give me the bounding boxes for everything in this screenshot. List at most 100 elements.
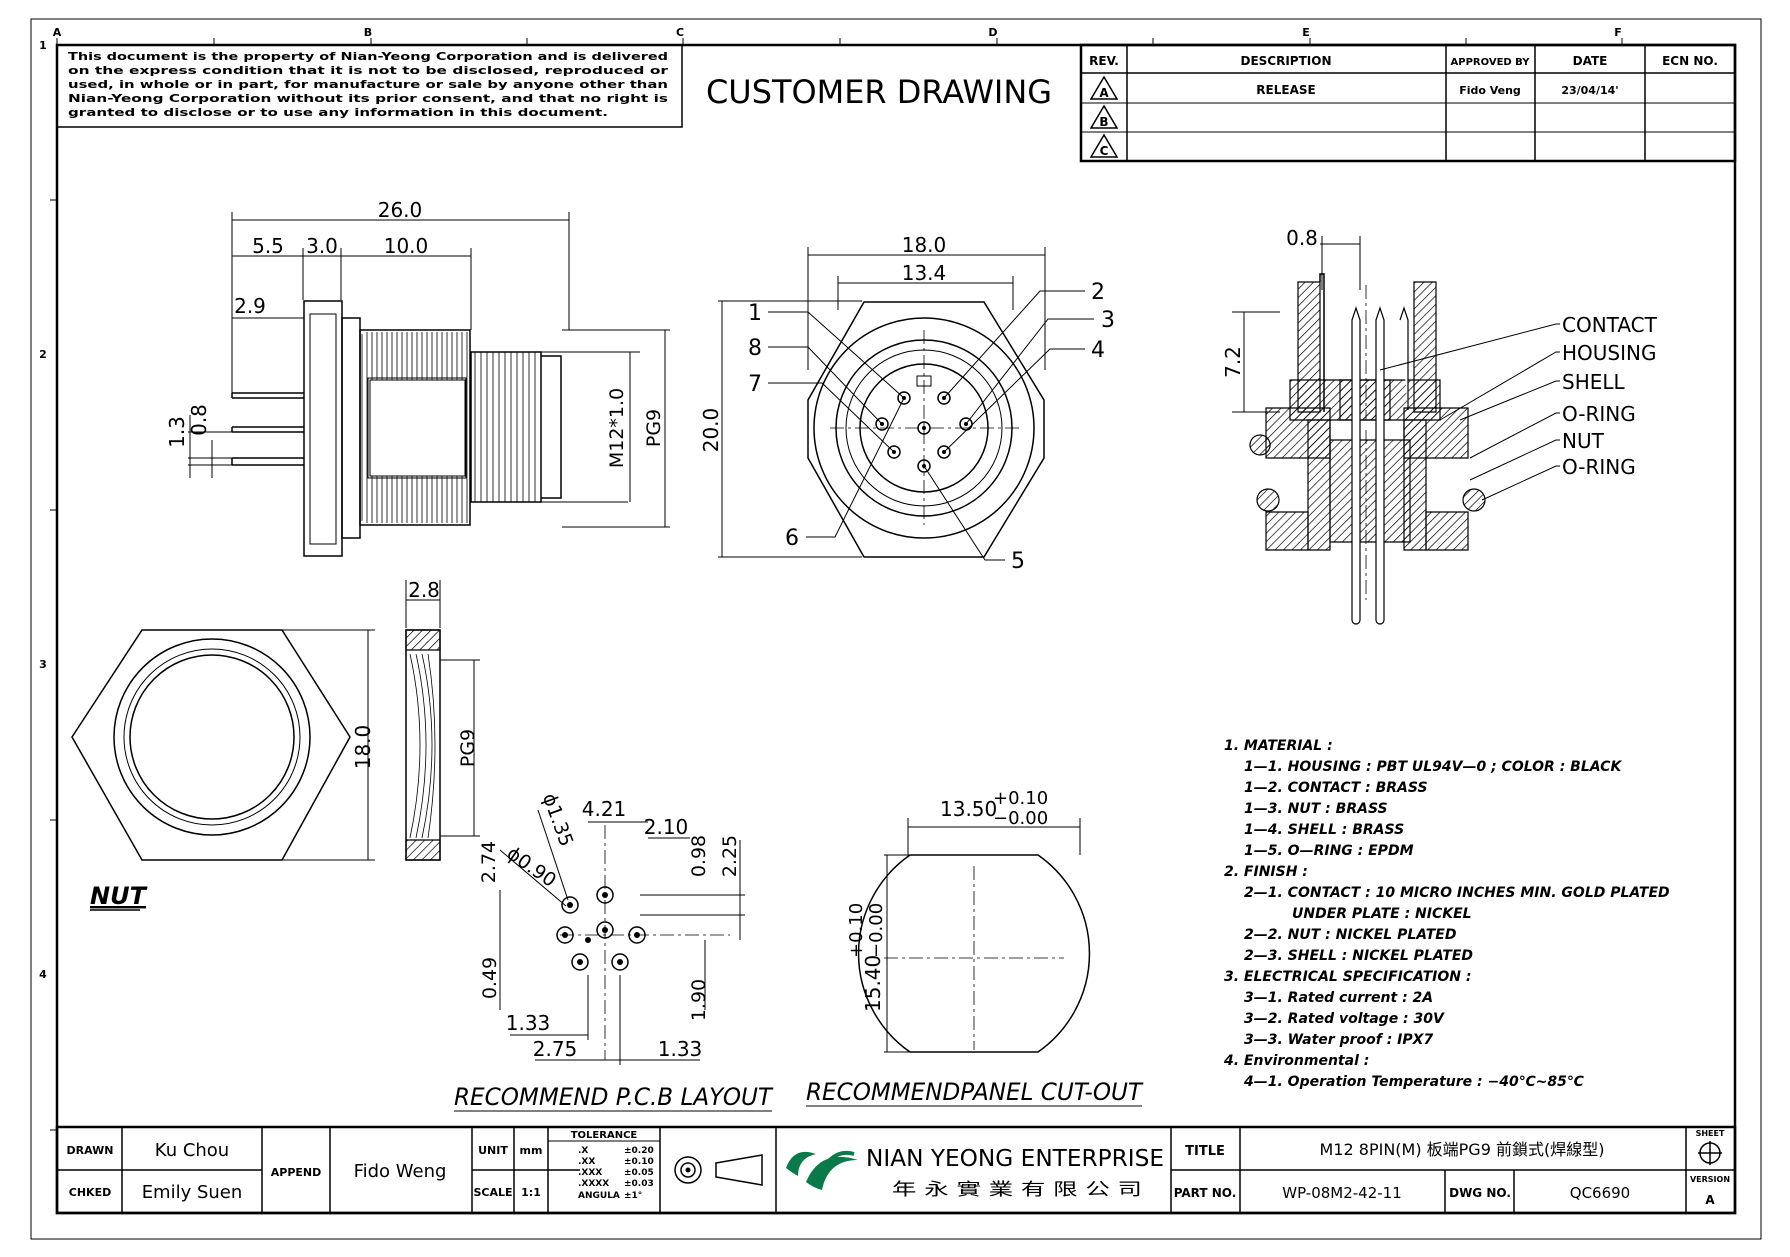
pin-label-4: 4	[1091, 338, 1105, 363]
rev-header-rev: REV.	[1089, 54, 1119, 68]
tol-row-2-value: ±0.10	[624, 1157, 654, 1167]
pin-label-8: 8	[748, 336, 762, 361]
rev-header-description: DESCRIPTION	[1240, 54, 1331, 68]
col-label-a: A	[53, 26, 62, 39]
pcb-dim-2-74: 2.74	[478, 841, 500, 883]
tol-row-3-label: .XXX	[578, 1168, 602, 1178]
tol-row-4-value: ±0.03	[624, 1179, 654, 1189]
svg-text:A: A	[1099, 86, 1109, 100]
spec-note-line: 2—1. CONTACT : 10 MICRO INCHES MIN. GOLD…	[1244, 885, 1670, 901]
dim-0-8-section: 0.8	[1286, 226, 1318, 250]
tol-row-1-label: .X	[578, 1146, 588, 1156]
spec-note-line: 1—4. SHELL : BRASS	[1244, 822, 1404, 838]
rev-b-triangle: B	[1089, 104, 1119, 129]
dim-5-5: 5.5	[252, 234, 284, 258]
col-label-f: F	[1614, 26, 1622, 39]
pin-label-7: 7	[748, 372, 762, 397]
outer-border	[30, 18, 1762, 1240]
company-name-en: NIAN YEONG ENTERPRISE	[866, 1146, 1164, 1172]
pcb-dim-1-33-b: 1.33	[658, 1037, 703, 1061]
dim-pg9-nut: PG9	[457, 729, 479, 767]
pin-label-3: 3	[1101, 308, 1115, 333]
title-value: M12 8PIN(M) 板端PG9 前鎖式(焊線型)	[1320, 1140, 1605, 1159]
col-label-e: E	[1302, 26, 1310, 39]
company-name-zh: 年 永 實 業 有 限 公 司	[892, 1180, 1142, 1200]
rev-a-date: 23/04/14'	[1561, 84, 1618, 97]
version-value: A	[1705, 1193, 1715, 1207]
dim-10-0: 10.0	[384, 234, 429, 258]
callout-housing: HOUSING	[1562, 341, 1656, 365]
pcb-dim-2-25: 2.25	[719, 835, 741, 877]
cutout-height-tol-minus: −0.00	[866, 903, 887, 958]
cutout-width-tol-minus: −0.00	[993, 808, 1048, 829]
row-markers: 1 2 3 4	[39, 39, 57, 1131]
dwg-value: QC6690	[1570, 1184, 1630, 1202]
pin-label-2: 2	[1091, 280, 1105, 305]
tol-row-1-value: ±0.20	[624, 1146, 654, 1156]
sheet-label: SHEET	[1696, 1129, 1725, 1138]
svg-text:C: C	[1100, 144, 1109, 158]
projection-symbol-icon	[674, 1154, 763, 1186]
callout-contact: CONTACT	[1562, 313, 1658, 337]
dim-pg9-side: PG9	[643, 409, 665, 447]
notice-line-3: used, in whole or in part, for manufactu…	[68, 78, 668, 91]
cutout-width-value: 13.50	[940, 797, 997, 821]
pcb-layout: 4.21 2.10 ϕ1.35 2.74 ϕ0.90 0.98 2.25 0.4…	[454, 790, 774, 1112]
spec-note-line: 3. ELECTRICAL SPECIFICATION :	[1224, 969, 1471, 985]
side-view: 26.0 5.5 3.0 10.0 2.9 1.3 0.8	[165, 198, 670, 557]
col-label-c: C	[676, 26, 684, 39]
notice-line-4: Nian-Yeong Corporation without its prior…	[68, 92, 669, 105]
front-view: 18.0 13.4 1 8 7 2 3 4	[699, 233, 1115, 574]
row-label-4: 4	[39, 968, 47, 981]
dim-18-front: 18.0	[902, 233, 947, 257]
rev-a-description: RELEASE	[1256, 83, 1315, 97]
row-label-1: 1	[39, 39, 47, 52]
dim-18-nut: 18.0	[351, 725, 375, 770]
spec-note-line: 3—2. Rated voltage : 30V	[1244, 1011, 1445, 1027]
cutout-height-tol-plus: +0.10	[846, 903, 867, 958]
tol-row-2-label: .XX	[578, 1157, 595, 1167]
drawn-label: DRAWN	[67, 1144, 114, 1157]
cutout-width-tol-plus: +0.10	[993, 788, 1048, 809]
dim-m12: M12*1.0	[606, 388, 628, 468]
spec-note-line: 3—3. Water proof : IPX7	[1244, 1032, 1433, 1048]
rev-header-ecn: ECN NO.	[1662, 54, 1718, 68]
append-value: Fido Weng	[354, 1161, 447, 1182]
tol-row-5-label: ANGULA	[578, 1191, 620, 1201]
checked-label: CHKED	[69, 1186, 111, 1199]
tol-row-3-value: ±0.05	[624, 1168, 654, 1178]
col-label-d: D	[988, 26, 997, 39]
callout-nut: NUT	[1562, 429, 1605, 453]
pcb-layout-title: RECOMMEND P.C.B LAYOUT	[454, 1083, 774, 1111]
title-block: DRAWN Ku Chou CHKED Emily Suen APPEND Fi…	[55, 1125, 1737, 1215]
tolerance-title: TOLERANCE	[571, 1130, 638, 1141]
notice-line-1: This document is the property of Nian-Ye…	[68, 50, 668, 63]
spec-note-line: 2—2. NUT : NICKEL PLATED	[1244, 927, 1456, 943]
spec-note-line: 1. MATERIAL :	[1224, 738, 1333, 754]
callout-oring-1: O-RING	[1562, 402, 1636, 426]
panel-cutout-title: RECOMMENDPANEL CUT-OUT	[806, 1078, 1144, 1106]
pcb-dim-2-10: 2.10	[644, 815, 689, 839]
drawn-value: Ku Chou	[155, 1140, 229, 1161]
company-logo-icon	[786, 1150, 858, 1190]
unit-value: mm	[520, 1144, 543, 1157]
spec-note-line: 4—1. Operation Temperature : −40℃~85℃	[1243, 1074, 1584, 1090]
part-label: PART NO.	[1174, 1186, 1237, 1200]
pcb-dim-0-98: 0.98	[688, 835, 710, 877]
row-label-3: 3	[39, 658, 47, 671]
rev-header-approved: APPROVED BY	[1451, 57, 1531, 68]
dim-2-9: 2.9	[234, 294, 266, 318]
callout-oring-2: O-RING	[1562, 455, 1636, 479]
pin-label-5: 5	[1011, 549, 1025, 574]
spec-note-line: 1—5. O—RING : EPDM	[1244, 843, 1414, 859]
spec-note-line: UNDER PLATE : NICKEL	[1292, 906, 1472, 922]
spec-notes: 1. MATERIAL : 1—1. HOUSING : PBT UL94V—0 …	[1223, 738, 1670, 1090]
pcb-dim-0-49: 0.49	[479, 957, 501, 999]
notice-line-5: granted to disclose or to use any inform…	[68, 106, 608, 119]
title-label: TITLE	[1185, 1144, 1225, 1159]
unit-label: UNIT	[478, 1144, 508, 1157]
spec-note-line: 1—1. HOUSING : PBT UL94V—0 ; COLOR : BLA…	[1244, 759, 1622, 775]
pin-label-6: 6	[785, 526, 799, 551]
scale-label: SCALE	[473, 1186, 512, 1199]
